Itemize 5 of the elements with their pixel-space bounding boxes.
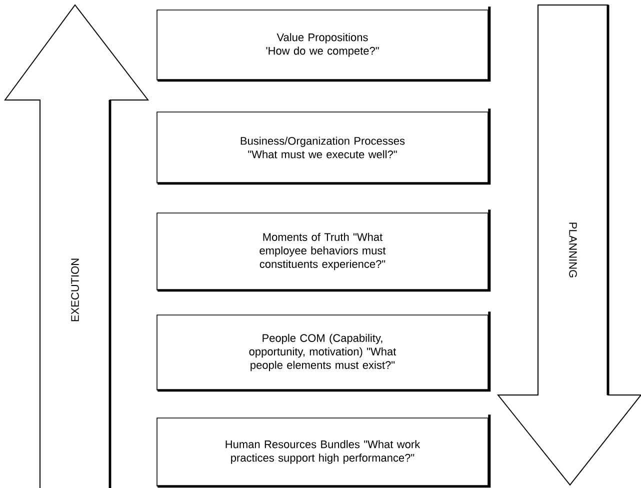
text-box: People COM (Capability, opportunity, motivation) "What people elements must exist?" [156,312,491,392]
text-box: Human Resources Bundles "What work practices support high performance?" [156,414,491,488]
text-box: Value Propositions 'How do we compete?" [156,6,491,82]
text-box: Business/Organization Processes "What must we execute well?" [156,108,491,185]
text-box: Moments of Truth "What employee behaviors must constituents experience?" [156,210,491,292]
